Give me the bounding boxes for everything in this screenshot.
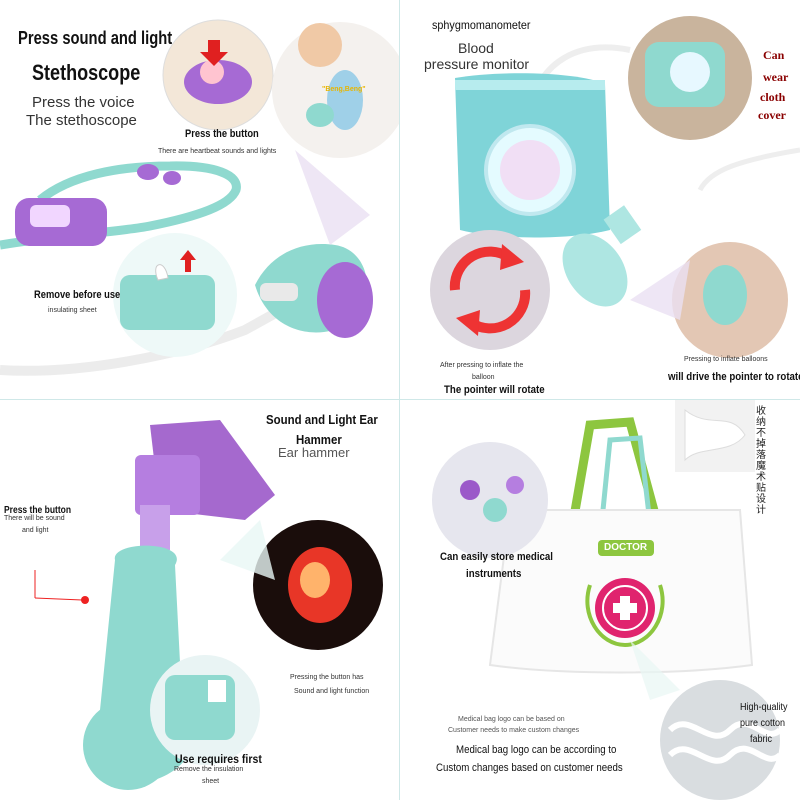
hammer-title-3: Ear hammer (278, 445, 350, 460)
cover-4: cover (758, 108, 786, 122)
stethoscope-panel: Press sound and light Stethoscope Press … (0, 0, 400, 400)
cn-velcro-text: 收纳不掉落 魔术贴设计 (756, 406, 766, 516)
pressing-label: Pressing the button has (290, 674, 364, 681)
logo-small-2: Customer needs to make custom changes (448, 727, 580, 734)
cotton-label-1: High-quality (740, 702, 788, 713)
vertical-divider (399, 0, 400, 800)
hammer-press-label: Press the button (4, 505, 72, 516)
cotton-label-2: pure cotton (740, 718, 786, 729)
cover-1: Can (763, 48, 785, 62)
press-button-label: Press the button (185, 128, 259, 140)
cover-2: wear (763, 70, 789, 84)
stethoscope-sub2: The stethoscope (26, 112, 137, 129)
beng-bubble: "Beng,Beng" (322, 86, 366, 93)
stethoscope-name: Stethoscope (32, 60, 141, 85)
ear-hammer-illustration (34, 420, 383, 790)
bp-sub1: Blood (458, 40, 494, 56)
ear-hammer-panel: Sound and Light Ear Hammer Ear hammer Pr… (0, 400, 400, 800)
bp-title: sphygmomanometer (432, 18, 531, 32)
after-label-2: balloon (472, 374, 495, 381)
hammer-sound-2: and light (22, 527, 49, 534)
doctor-bag-panel: Can easily store medical instruments DOC… (400, 400, 800, 800)
doctor-bag-illustration (432, 400, 783, 800)
logo-label-1: Medical bag logo can be according to (456, 744, 617, 756)
insulating-label: insulating sheet (48, 307, 97, 314)
use-label-1: Use requires first (175, 752, 262, 766)
drive-label: will drive the pointer to rotate (668, 371, 800, 383)
function-label: Sound and light function (294, 688, 370, 695)
after-label-1: After pressing to inflate the (440, 362, 524, 369)
bp-monitor-panel: sphygmomanometer Blood pressure monitor … (400, 0, 800, 400)
doctor-label: DOCTOR (604, 542, 648, 553)
hammer-title-1: Sound and Light Ear (266, 412, 378, 427)
press-inflate-label: Pressing to inflate balloons (684, 356, 768, 363)
store-label-2: instruments (466, 568, 522, 580)
remove-label: Remove before use (34, 289, 121, 301)
bp-monitor-illustration (430, 16, 800, 358)
cover-3: cloth (760, 90, 786, 104)
stethoscope-title: Press sound and light (18, 28, 173, 48)
hammer-sound-1: There will be sound (4, 515, 65, 522)
logo-small-1: Medical bag logo can be based on (458, 716, 565, 723)
use-label-3: sheet (202, 778, 220, 785)
horizontal-divider (0, 399, 800, 400)
hammer-title-2: Hammer (296, 432, 342, 447)
store-label-1: Can easily store medical (440, 551, 553, 563)
bp-sub2: pressure monitor (424, 56, 530, 72)
stethoscope-sub1: Press the voice (32, 94, 135, 111)
use-label-2: Remove the insulation (174, 766, 244, 773)
logo-label-2: Custom changes based on customer needs (436, 762, 623, 774)
cotton-label-3: fabric (750, 734, 773, 745)
stethoscope-illustration (0, 19, 400, 376)
heartbeat-label: There are heartbeat sounds and lights (158, 148, 277, 155)
doctor-badge (598, 540, 654, 556)
rotate-label: The pointer will rotate (444, 384, 545, 396)
